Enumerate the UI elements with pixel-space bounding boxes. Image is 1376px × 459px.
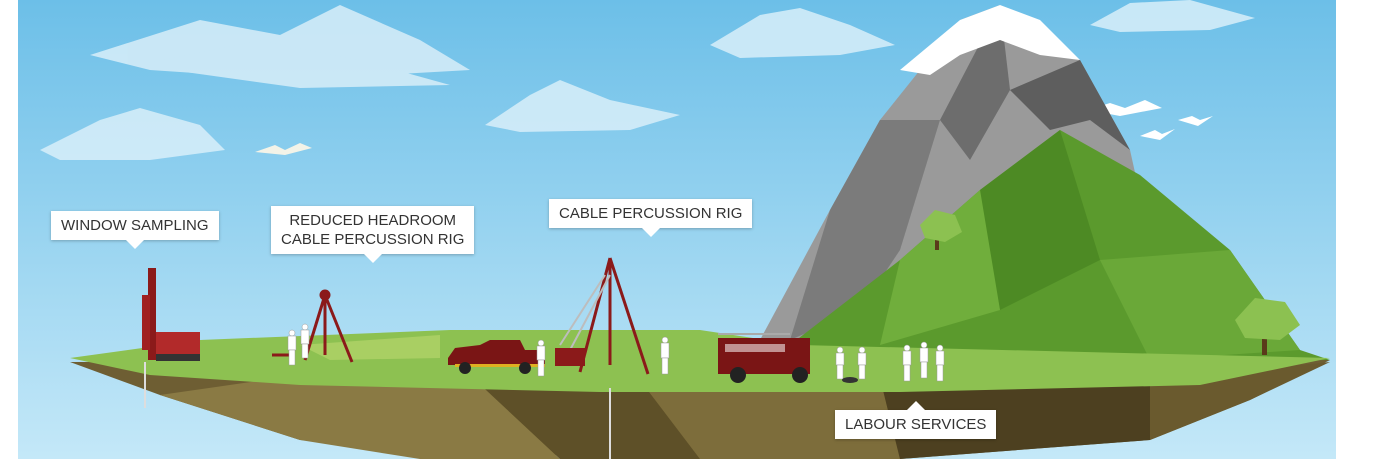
land-rover-icon: [718, 333, 810, 383]
bird-icon: [1178, 116, 1213, 126]
tree-icon: [1235, 298, 1300, 355]
tripod-rig-icon: [559, 257, 650, 375]
window-sampling-label: WINDOW SAMPLING: [51, 211, 219, 249]
reduced-headroom-label: REDUCED HEADROOM CABLE PERCUSSION RIG: [271, 206, 475, 263]
green-hill: [790, 130, 1330, 362]
cloud-icon: [90, 5, 470, 88]
hole: [842, 377, 858, 383]
tree-icon: [920, 210, 962, 250]
cloud-icon: [710, 8, 895, 58]
reduced-headroom-line2: CABLE PERCUSSION RIG: [281, 231, 465, 248]
cloud-icon: [485, 80, 680, 132]
labour-services-text: LABOUR SERVICES: [845, 416, 987, 433]
winch: [555, 348, 585, 366]
worker-icon: [835, 341, 945, 382]
cable-percussion-text: CABLE PERCUSSION RIG: [559, 205, 743, 222]
cloud-icon: [40, 108, 225, 160]
cable-percussion-label: CABLE PERCUSSION RIG: [549, 199, 753, 237]
labour-services-label: LABOUR SERVICES: [835, 401, 997, 439]
drill-rig-icon: [142, 268, 200, 408]
bird-icon: [1140, 129, 1175, 140]
tripod-rig-icon: [272, 289, 354, 363]
worker-icon: [287, 323, 310, 366]
bird-icon: [255, 143, 312, 155]
reduced-headroom-line1: REDUCED HEADROOM: [289, 212, 457, 229]
cloud-icon: [1090, 0, 1255, 32]
window-sampling-text: WINDOW SAMPLING: [61, 217, 209, 234]
worker-icon: [536, 336, 670, 377]
right-margin: [1336, 0, 1376, 459]
grass-highlight: [300, 335, 440, 360]
pickup-truck-icon: [448, 340, 545, 374]
